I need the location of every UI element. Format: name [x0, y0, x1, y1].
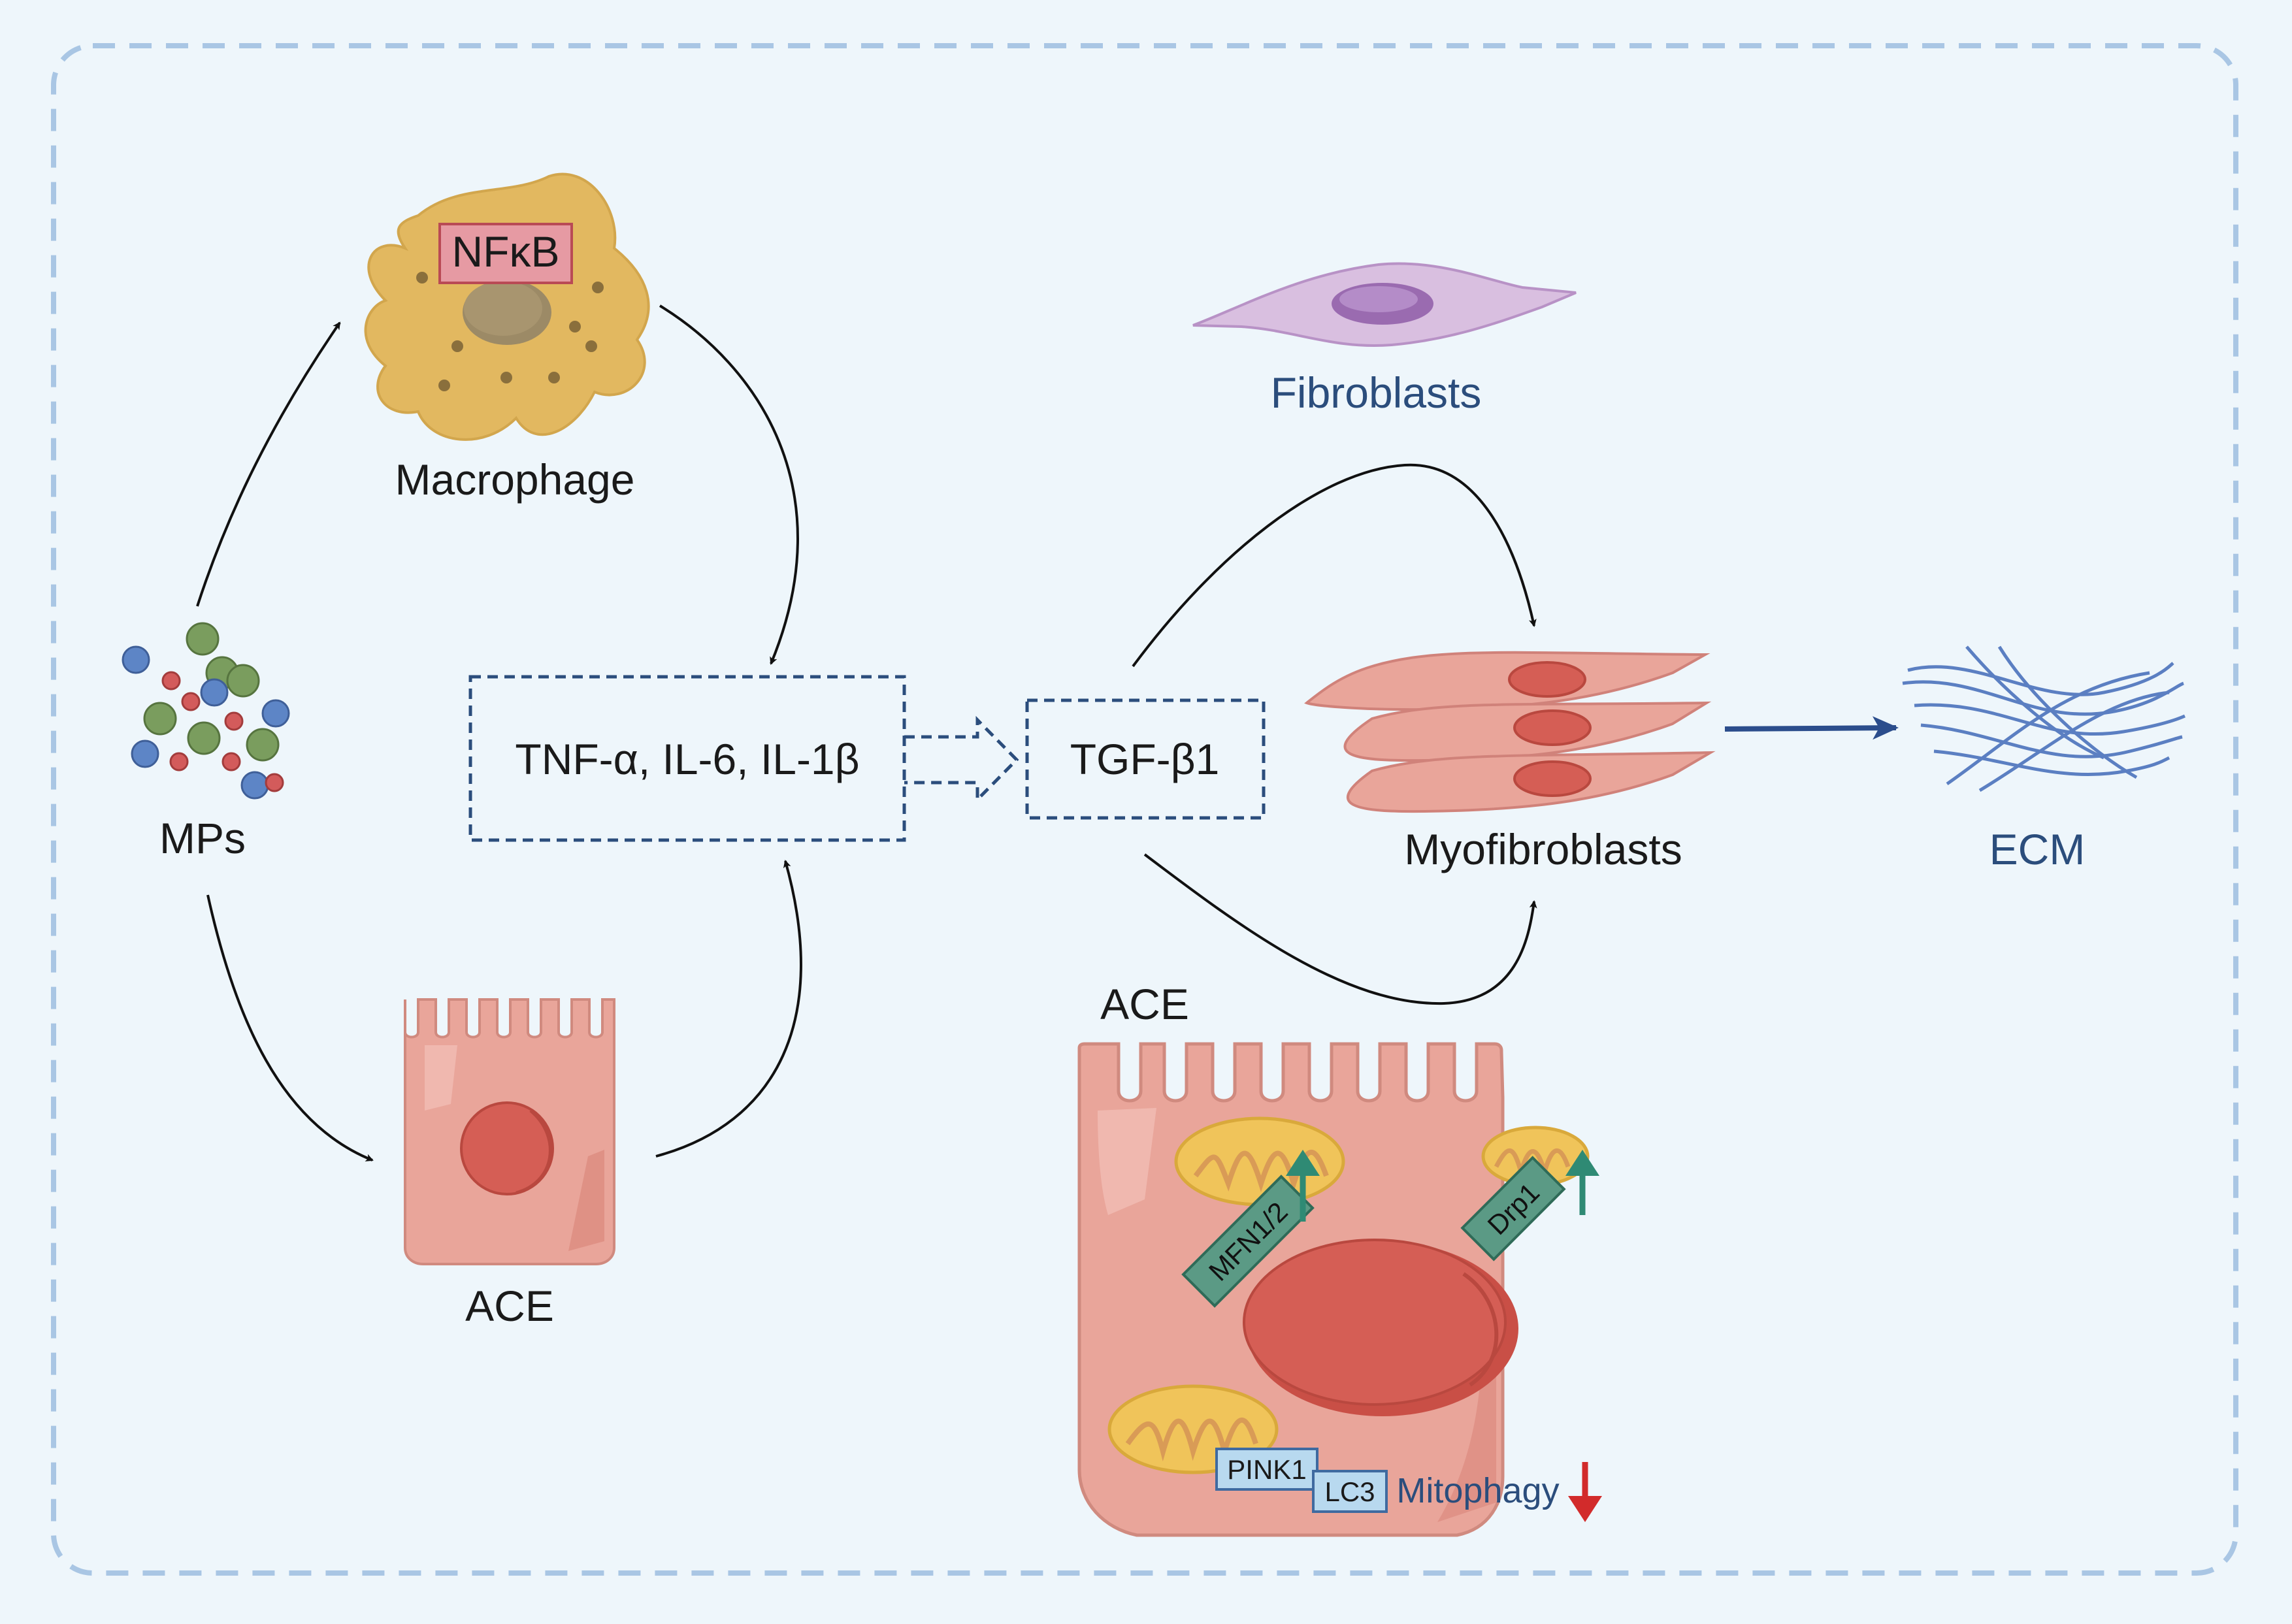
tgf-box: [1025, 698, 1266, 820]
tgf-label: TGF-β1: [1070, 735, 1220, 783]
ace-left-label: ACE: [465, 1282, 554, 1330]
arrow-ace-to-cytokines: [655, 860, 802, 1158]
arrow-macrophage-to-cytokines: [659, 304, 799, 665]
cytokines-box: [468, 675, 906, 842]
mps-particles: [122, 622, 290, 800]
ace-right-label: ACE: [1100, 980, 1189, 1028]
fibroblasts-label: Fibroblasts: [1271, 368, 1482, 417]
hollow-arrow: [904, 715, 1019, 804]
macrophage-label: Macrophage: [395, 455, 635, 504]
drp1-up-arrowhead-icon: [1565, 1150, 1599, 1176]
mitophagy-label: Mitophagy: [1396, 1471, 1559, 1510]
nfkb-badge: NFκB: [438, 223, 573, 284]
myofibroblasts-label: Myofibroblasts: [1404, 825, 1682, 873]
mfn-up-arrowhead-icon: [1286, 1150, 1320, 1176]
arrow-mps-to-ace: [206, 894, 374, 1161]
arrow-tgf-to-myofibroblasts-lower: [1143, 853, 1537, 1005]
ace-cell-left: [404, 998, 615, 1265]
lc3-label: LC3: [1324, 1476, 1375, 1507]
cytokines-label: TNF-α, IL-6, IL-1β: [515, 735, 859, 783]
ace-cell-right: [1077, 1042, 1590, 1537]
arrow-myofibroblasts-to-ecm: [1724, 716, 1899, 740]
ecm-label: ECM: [1989, 825, 2086, 873]
myofibroblast-cells: [1304, 651, 1716, 813]
arrow-tgf-to-myofibroblasts: [1132, 463, 1537, 668]
arrow-mps-to-macrophage: [196, 321, 341, 607]
mitochondrion-3: [1107, 1384, 1279, 1474]
lc3-badge: LC3: [1312, 1470, 1388, 1513]
pink1-label: PINK1: [1227, 1454, 1306, 1485]
mitophagy-down-arrowhead-icon: [1568, 1496, 1602, 1522]
mps-label: MPs: [159, 814, 246, 862]
nfkb-label: NFκB: [452, 227, 560, 276]
pink1-badge: PINK1: [1215, 1448, 1318, 1491]
mfn-badge: MFN1/2: [1181, 1175, 1315, 1308]
mitochondrion-1: [1174, 1116, 1345, 1207]
ecm-fibers: [1902, 645, 2186, 792]
macrophage-cell: [364, 172, 650, 441]
mitochondrion-2: [1481, 1126, 1590, 1187]
fibroblast-cell: [1192, 262, 1577, 348]
